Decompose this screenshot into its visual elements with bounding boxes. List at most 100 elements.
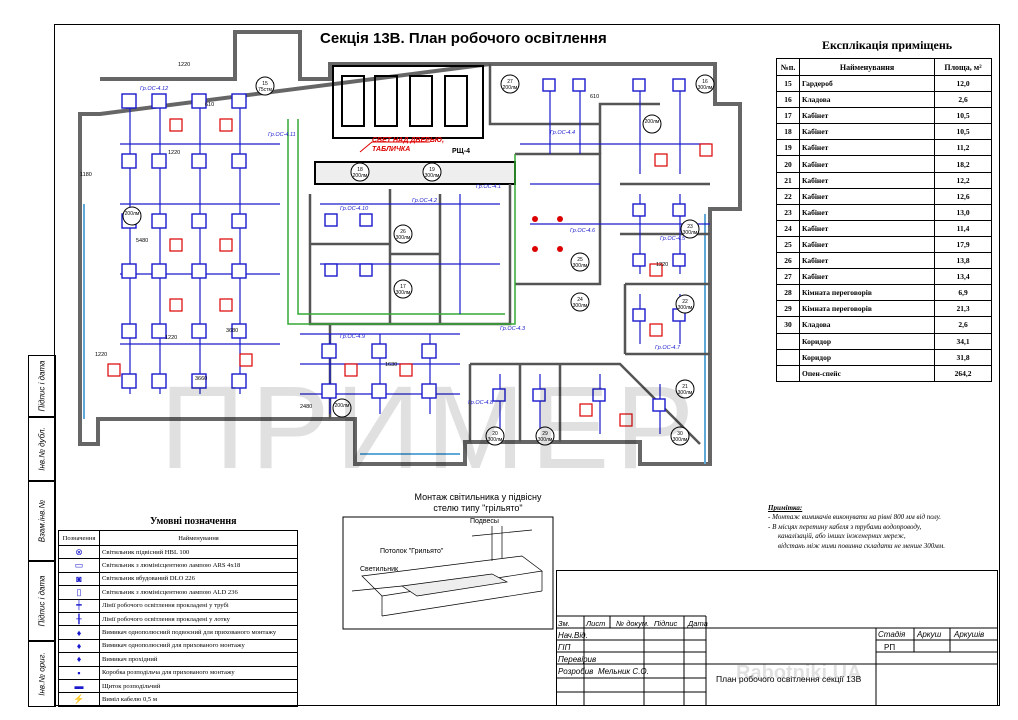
legend-symbol-icon: ♦ — [58, 652, 100, 667]
explication-cell-num: 19 — [776, 139, 800, 157]
label-suspension: Подвесы — [470, 518, 499, 525]
explication-cell-name: Коридор — [799, 348, 935, 366]
notes-line: відстань між ними повинна складати не ме… — [778, 541, 945, 550]
legend-table: Позначення Найменування ⊗Світильник підв… — [58, 530, 298, 707]
explication-cell-name: Кабінет — [799, 171, 935, 189]
legend-row: ♦Вимикач однополюсний подвоєний для прих… — [58, 625, 298, 640]
explication-cell-name: Кабінет — [799, 139, 935, 157]
explication-cell-name: Кабінет — [799, 252, 935, 270]
room-tag: 22 300лм — [677, 299, 693, 311]
legend-row: ▭Світильник з люмінісцентною лампою ARS … — [58, 558, 298, 573]
explication-cell-num: 17 — [776, 107, 800, 125]
legend-symbol-icon: ╂ — [58, 611, 100, 627]
tb-role: Нач.Від. — [558, 631, 588, 640]
room-tag: 21 300лм — [677, 384, 693, 396]
dimension: 1220 — [95, 352, 108, 358]
tb-role: Перевірив — [558, 655, 597, 664]
explication-cell-name: Кабінет — [799, 268, 935, 286]
title-block-lines — [556, 570, 998, 706]
side-cell: Інв.№ дубл. — [28, 417, 56, 481]
group-label: Гр.ОС-4.9 — [340, 334, 366, 340]
legend-name: Вимикач однополюсний подвоєний для прихо… — [99, 625, 298, 640]
dimension: 1220 — [165, 335, 178, 341]
explication-cell-num — [776, 348, 800, 366]
dimension: 3660 — [195, 376, 208, 382]
legend-name: Щиток розподільчий — [99, 678, 298, 694]
dimension: 2480 — [300, 404, 313, 410]
legend-header: Позначення Найменування — [58, 530, 298, 546]
room-tag: 200лм — [644, 119, 660, 125]
tb-col: Зм. — [558, 619, 570, 628]
dimension: 3680 — [226, 328, 239, 334]
legend-row: ◙Світильник вбудований DLO 226 — [58, 571, 298, 587]
explication-cell-num: 22 — [776, 187, 800, 205]
window-lines — [83, 204, 706, 464]
legend-name: Світильник вбудований DLO 226 — [99, 571, 298, 587]
notes-line: - Монтаж вимикачів виконувати на рівні 8… — [768, 513, 941, 522]
legend-name: Вимикач однополюсний для прихованого мон… — [99, 638, 298, 654]
legend-row: ┿Лінії робочого освітлення прокладені у … — [58, 598, 298, 613]
tb-col: Дата — [688, 619, 708, 628]
explication-cell-area: 12,2 — [934, 171, 992, 189]
group-label: Гр.ОС-4.5 — [660, 236, 686, 242]
explication-cell-area: 2,6 — [934, 316, 992, 334]
explication-cell-name: Кабінет — [799, 155, 935, 173]
legend-row: ⚡Виміл кабелю 0,5 м — [58, 692, 298, 707]
legend-symbol-icon: ⚡ — [58, 692, 100, 707]
room-tag: 24 300лм — [572, 297, 588, 309]
room-tag: 15 75стм — [258, 81, 272, 93]
tb-sheets-label: Аркушів — [954, 630, 985, 639]
brand-watermark: Rabotniki.UA — [736, 662, 862, 684]
explication-cell-area: 264,2 — [934, 364, 992, 382]
legend-name: Вимикач прохідний — [99, 652, 298, 667]
explication-cell-name: Коридор — [799, 332, 935, 350]
group-label: Гр.ОС-4.10 — [340, 206, 369, 212]
side-cell-text: Підпис і дата — [37, 360, 47, 412]
tb-sheet-label: Аркуш — [917, 630, 942, 639]
room-tag: 29 300лм — [537, 431, 553, 443]
group-label: Гр.ОС-4.6 — [570, 228, 596, 234]
legend-header-name: Найменування — [99, 530, 298, 546]
side-cell-text: Інв.№ дубл. — [37, 427, 47, 471]
side-cell: Підпис і дата — [28, 355, 56, 417]
room-tag: 27 200лм — [502, 79, 518, 91]
legend-row: ♦Вимикач однополюсний для прихованого мо… — [58, 638, 298, 654]
tb-stage-value: РП — [884, 643, 896, 652]
explication-cell-num: 24 — [776, 219, 800, 237]
explication-cell-area: 6,9 — [934, 284, 992, 302]
side-cell-text: Взам.інв.№ — [37, 499, 47, 543]
explication-cell-num: 25 — [776, 235, 800, 254]
explication-cell-num: 18 — [776, 123, 800, 141]
legend-symbol-icon: ◙ — [58, 571, 100, 587]
floor-plan — [78, 30, 742, 466]
notes-line: каналізацій, або інших інженерних мереж, — [778, 532, 906, 541]
dimension: 610 — [205, 102, 215, 108]
red-luminaires — [107, 118, 713, 427]
callout-leader — [359, 141, 430, 153]
explication-cell-num: 23 — [776, 203, 800, 221]
explication-cell-name: Кабінет — [799, 219, 935, 237]
group-label: Гр.ОС-4.7 — [655, 345, 681, 351]
label-lamp: Светильник — [360, 566, 399, 573]
dimension: 5480 — [136, 238, 149, 244]
room-tag: 30 300лм — [672, 431, 688, 443]
drawing-frame — [54, 24, 1000, 706]
explication-cell-name: Кладова — [799, 316, 935, 334]
explication-cell-name: Кімната переговорів — [799, 300, 935, 318]
explication-cell-num: 16 — [776, 91, 800, 109]
notes-heading: Примітка: — [768, 504, 803, 512]
tb-sheet-title: План робочого освітлення секції 13В — [716, 674, 862, 684]
legend-symbol-icon: ⊗ — [58, 544, 100, 560]
explication-cell-name: Кладова — [799, 91, 935, 109]
side-cell-text: Інв.№ ориг. — [37, 652, 47, 696]
red-dots — [532, 216, 563, 252]
